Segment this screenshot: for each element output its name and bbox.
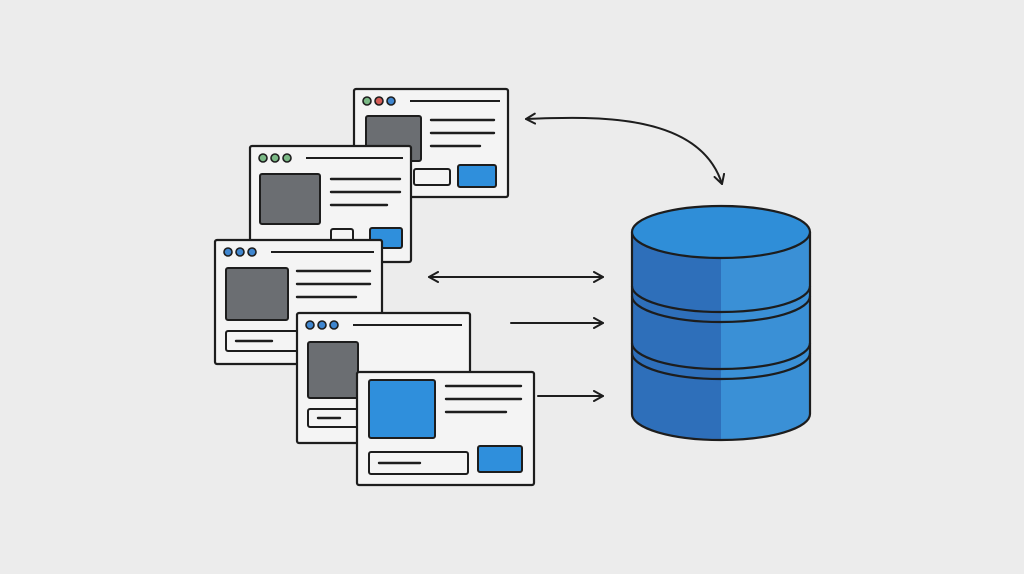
- database-ring-1: [630, 285, 812, 314]
- database-outline: [630, 232, 812, 442]
- window-control-dot: [374, 96, 384, 106]
- window-control-dot: [247, 247, 257, 257]
- action-button: [457, 164, 497, 188]
- browser-window-icon: [355, 370, 536, 487]
- window-control-dot: [282, 153, 292, 163]
- database-ring-3: [630, 342, 812, 371]
- window-control-dot: [329, 320, 339, 330]
- arrows-layer: [428, 112, 726, 402]
- curved-two-way-arrow: [525, 112, 726, 185]
- window-control-dot: [317, 320, 327, 330]
- image-placeholder-icon: [259, 173, 321, 225]
- image-placeholder-icon: [225, 267, 289, 321]
- window-control-dot: [305, 320, 315, 330]
- window-control-dot: [386, 96, 396, 106]
- database-left-face: [632, 232, 721, 440]
- window-control-dot: [362, 96, 372, 106]
- database-right-face: [721, 232, 810, 440]
- browser-window-icon: [248, 144, 413, 264]
- database-cylinder-icon: [630, 204, 812, 442]
- window-control-dot: [223, 247, 233, 257]
- database-ring-4: [630, 352, 812, 381]
- window-control-dot: [258, 153, 268, 163]
- window-control-dot: [235, 247, 245, 257]
- image-placeholder-icon: [307, 341, 359, 399]
- input-bar: [413, 168, 451, 186]
- browser-windows-stack: [213, 87, 536, 487]
- database-ring-2: [630, 295, 812, 324]
- window-control-dot: [270, 153, 280, 163]
- image-placeholder-icon: [368, 379, 436, 439]
- action-button: [477, 445, 523, 473]
- database-top-lid: [630, 204, 812, 260]
